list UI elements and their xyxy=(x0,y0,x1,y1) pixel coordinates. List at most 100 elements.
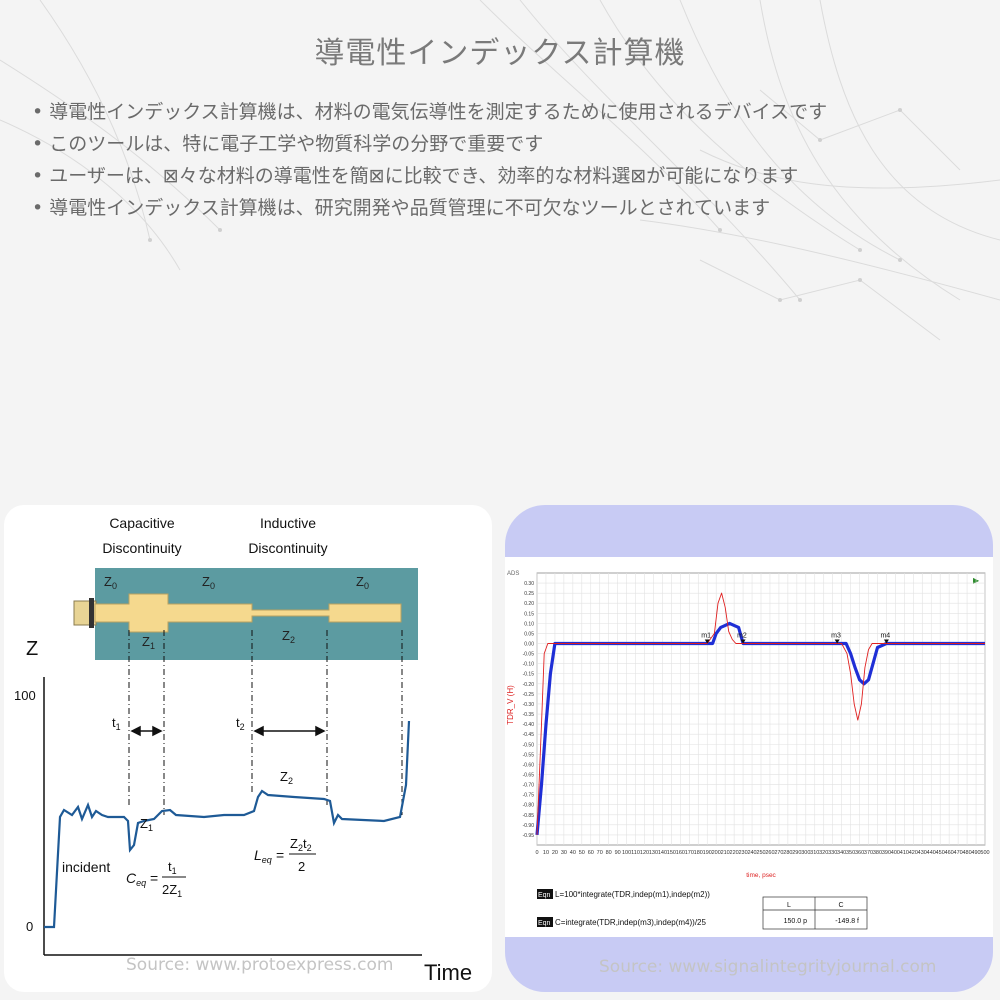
x-tick-label: 240 xyxy=(747,850,756,856)
x-tick-label: 180 xyxy=(694,850,703,856)
series-layer xyxy=(535,592,985,836)
x-tick-label: 280 xyxy=(783,850,792,856)
y-tick-label: -0.15 xyxy=(523,672,535,678)
tick-100: 100 xyxy=(14,688,36,703)
x-tick-label: 70 xyxy=(597,850,603,856)
z0-label-1: Z0 xyxy=(104,574,117,591)
x-axis-label: time, psec xyxy=(746,872,776,879)
x-tick-label: 50 xyxy=(579,850,585,856)
x-tick-label: 120 xyxy=(640,850,649,856)
y-tick-label: 0.20 xyxy=(524,601,534,607)
x-tick-label: 460 xyxy=(945,850,954,856)
x-tick-label: 140 xyxy=(658,850,667,856)
bullet-item: 導電性インデックス計算機は、材料の電気伝導性を測定するために使用されるデバイスで… xyxy=(32,96,972,128)
x-tick-label: 20 xyxy=(552,850,558,856)
leq-formula: Leq = Z2t2 2 xyxy=(254,836,316,874)
y-tick-label: -0.75 xyxy=(523,793,535,799)
z0-label-3: Z0 xyxy=(356,574,369,591)
y-tick-label: -0.95 xyxy=(523,833,535,839)
y-tick-label: 0.25 xyxy=(524,591,534,597)
svg-text:Z2t2: Z2t2 xyxy=(290,836,312,853)
x-tick-label: 230 xyxy=(738,850,747,856)
x-tick-label: 290 xyxy=(792,850,801,856)
marker-m3[interactable] xyxy=(834,639,840,644)
x-tick-label: 420 xyxy=(909,850,918,856)
x-tick-label: 90 xyxy=(615,850,621,856)
marker-label-m2: m2 xyxy=(737,633,747,640)
x-tick-label: 490 xyxy=(971,850,980,856)
svg-text:2Z1: 2Z1 xyxy=(162,882,182,899)
x-tick-label: 200 xyxy=(712,850,721,856)
plot-window xyxy=(505,557,993,937)
x-tick-label: 270 xyxy=(774,850,783,856)
ceq-formula: Ceq = t1 2Z1 xyxy=(126,859,186,899)
tick-0: 0 xyxy=(26,919,33,934)
marker-m2[interactable] xyxy=(740,639,746,644)
x-tick-label: 190 xyxy=(703,850,712,856)
y-axis-label: TDR_V (H) xyxy=(506,685,515,725)
t1-label: t1 xyxy=(112,715,121,732)
x-tick-label: 370 xyxy=(864,850,873,856)
x-tick-label: 170 xyxy=(685,850,694,856)
svg-text:Ceq: Ceq xyxy=(126,870,146,888)
y-tick-label: -0.50 xyxy=(523,742,535,748)
tdr-chart: ADS ▶ 0.300.250.200.150.100.050.00-0.05-… xyxy=(505,557,993,937)
y-tick-label: -0.45 xyxy=(523,732,535,738)
x-tick-label: 30 xyxy=(561,850,567,856)
x-tick-label: 0 xyxy=(535,850,538,856)
impedance-trace xyxy=(44,720,411,929)
x-tick-label: 150 xyxy=(667,850,676,856)
x-tick-label: 390 xyxy=(882,850,891,856)
x-tick-label: 330 xyxy=(828,850,837,856)
z1-label-top: Z1 xyxy=(142,634,155,651)
t2-label: t2 xyxy=(236,715,245,732)
x-tick-label: 410 xyxy=(900,850,909,856)
x-tick-label: 250 xyxy=(756,850,765,856)
page-title: 導電性インデックス計算機 xyxy=(314,36,686,71)
table-header-c: C xyxy=(838,902,843,909)
x-tick-label: 470 xyxy=(954,850,963,856)
x-tick-label: 480 xyxy=(962,850,971,856)
z2-label-trace: Z2 xyxy=(280,769,293,786)
y-tick-label: -0.10 xyxy=(523,662,535,668)
svg-text:=: = xyxy=(276,847,284,863)
y-tick-label: 0.15 xyxy=(524,611,534,617)
inductive-label-2: Discontinuity xyxy=(248,540,327,556)
x-tick-label: 400 xyxy=(891,850,900,856)
y-tick-label: 0.30 xyxy=(524,581,534,587)
y-tick-label: -0.40 xyxy=(523,722,535,728)
y-tick-label: 0.05 xyxy=(524,631,534,637)
x-tick-label: 310 xyxy=(810,850,819,856)
y-tick-label: -0.05 xyxy=(523,652,535,658)
capacitive-label-2: Discontinuity xyxy=(102,540,181,556)
source-left: Source: www.protoexpress.com xyxy=(126,955,394,975)
marker-m4[interactable] xyxy=(883,639,889,644)
marker-label-m4: m4 xyxy=(880,633,890,640)
maximize-icon[interactable]: ▶ xyxy=(973,576,980,585)
ads-corner-label: ADS xyxy=(507,571,519,577)
y-tick-label: -0.90 xyxy=(523,823,535,829)
y-tick-label: -0.70 xyxy=(523,783,535,789)
marker-m1[interactable] xyxy=(704,639,710,644)
eqn-tag-label-2: Eqn xyxy=(538,920,551,927)
x-tick-label: 430 xyxy=(918,850,927,856)
x-tick-label: 260 xyxy=(765,850,774,856)
source-right: Source: www.signalintegrityjournal.com xyxy=(599,957,937,977)
y-tick-label: -0.85 xyxy=(523,813,535,819)
series-line-2 xyxy=(536,592,985,835)
x-tick-label: 320 xyxy=(819,850,828,856)
x-tick-label: 440 xyxy=(927,850,936,856)
equation-2: C=integrate(TDR,indep(m3),indep(m4))/25 xyxy=(555,918,707,927)
y-tick-label: -0.20 xyxy=(523,682,535,688)
y-tick-label: -0.80 xyxy=(523,803,535,809)
impedance-diagram: Capacitive Discontinuity Inductive Disco… xyxy=(14,515,472,985)
marker-label-m3: m3 xyxy=(831,633,841,640)
y-tick-labels: 0.300.250.200.150.100.050.00-0.05-0.10-0… xyxy=(523,581,535,839)
incident-label: incident xyxy=(62,859,110,875)
x-tick-label: 160 xyxy=(676,850,685,856)
impedance-diagram-card: Capacitive Discontinuity Inductive Disco… xyxy=(4,505,492,992)
bullet-item: ユーザーは、⊠々な材料の導電性を簡⊠に比較でき、効率的な材料選⊠が可能になります xyxy=(32,160,972,192)
z0-label-2: Z0 xyxy=(202,574,215,591)
